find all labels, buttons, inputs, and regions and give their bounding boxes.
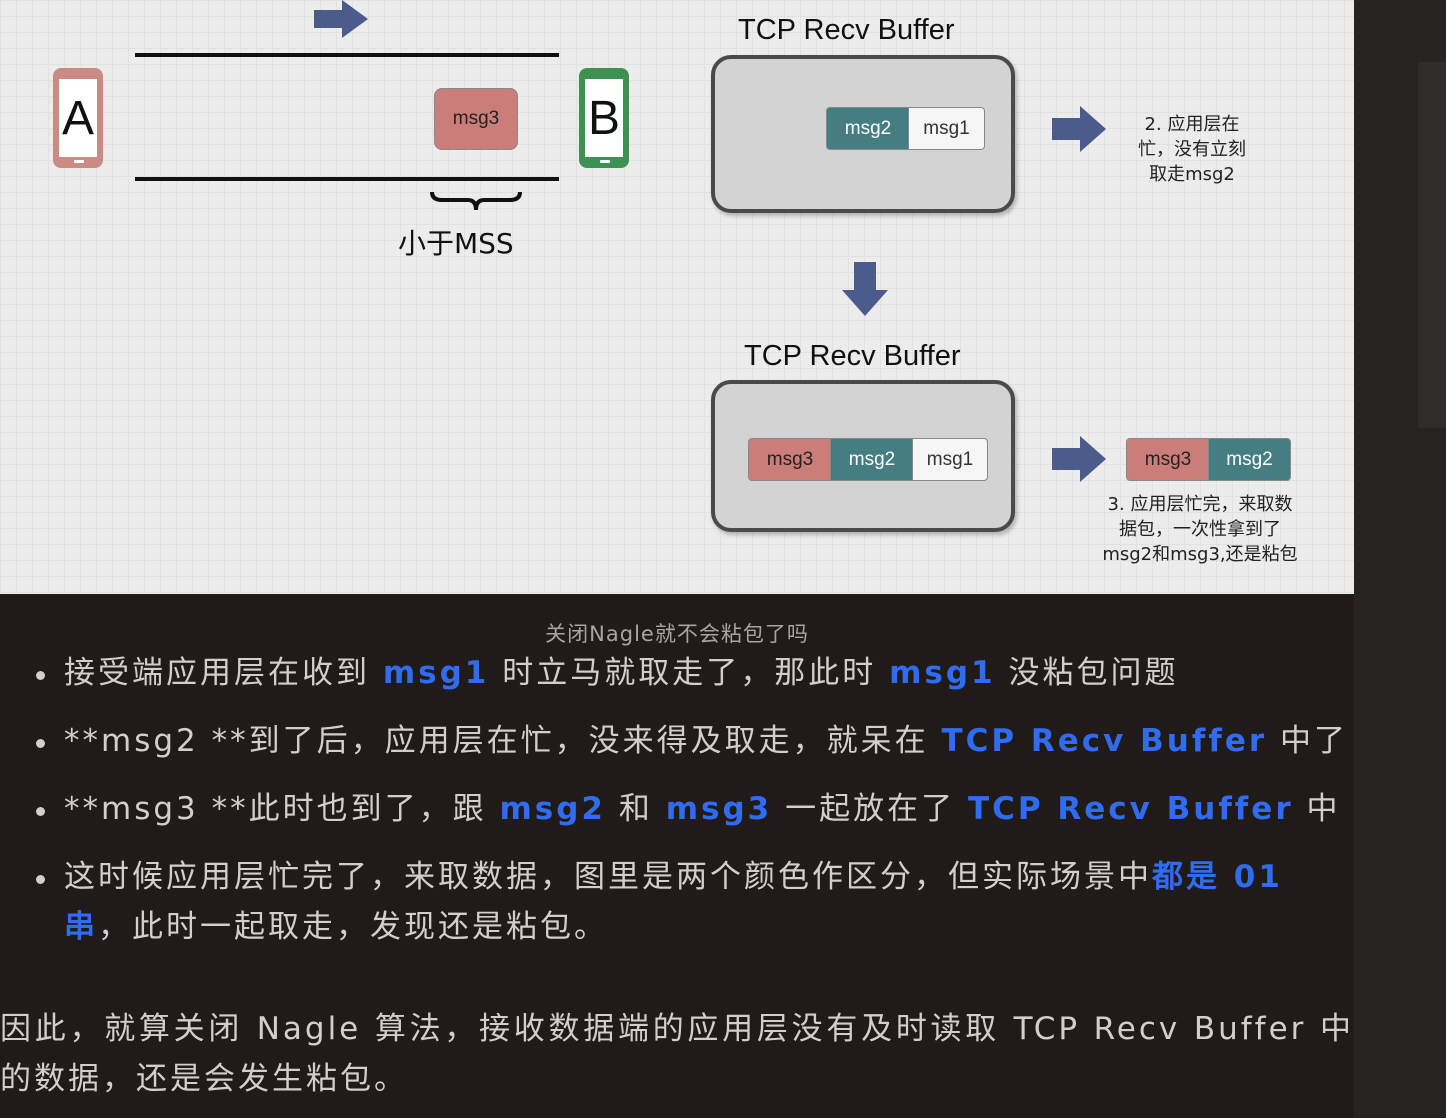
list-item: 接受端应用层在收到 msg1 时立马就取走了，那此时 msg1 没粘包问题 [0,648,1354,698]
sender-phone-a: A [53,68,103,168]
taken-msg2: msg2 [1208,438,1291,481]
article-content: A msg3 小于MSS B TCP Recv Buffer msg2 msg1… [0,0,1354,1097]
code-highlight: TCP Recv Buffer [941,723,1268,759]
buffer1-msg2: msg2 [826,107,910,150]
list-item: 这时候应用层忙完了，来取数据，图里是两个颜色作区分，但实际场景中都是 01 串，… [0,852,1354,952]
buffer1-note: 2. 应用层在 忙，没有立刻 取走msg2 [1138,114,1246,185]
explanation-list: 接受端应用层在收到 msg1 时立马就取走了，那此时 msg1 没粘包问题 **… [0,648,1354,970]
bold-highlight: 都是 01 串 [64,859,1283,945]
size-label: 小于MSS [398,227,514,260]
phone-a-label: A [59,79,97,157]
buffer2-title: TCP Recv Buffer [744,340,961,372]
buffer2-note: 3. 应用层忙完，来取数 据包，一次性拿到了 msg2和msg3,还是粘包 [1102,494,1298,565]
code-highlight: msg3 [665,791,773,827]
conclusion-paragraph: 因此，就算关闭 Nagle 算法，接收数据端的应用层没有及时读取 TCP Rec… [0,1011,1354,1097]
list-item: **msg2 **到了后，应用层在忙，没来得及取走，就呆在 TCP Recv B… [0,716,1354,766]
receiver-phone-b: B [579,68,629,168]
buffer1-msg1: msg1 [908,107,985,150]
side-panel [1354,0,1446,1118]
list-item: **msg3 **此时也到了，跟 msg2 和 msg3 一起放在了 TCP R… [0,784,1354,834]
scrollbar-thumb[interactable] [1418,62,1446,428]
code-highlight: TCP Recv Buffer [967,791,1294,827]
buffer2-msg1: msg1 [912,438,988,481]
pipe-bottom-line [135,177,559,181]
buffer1-title: TCP Recv Buffer [738,14,955,46]
right-arrow-icon [314,0,368,38]
down-arrow-icon [842,262,888,316]
brace-icon [430,191,522,211]
buffer2-msg3: msg3 [748,438,832,481]
tcp-sticky-packet-diagram: A msg3 小于MSS B TCP Recv Buffer msg2 msg1… [0,0,1354,594]
phone-b-label: B [585,79,623,157]
code-highlight: msg1 [889,655,996,691]
code-highlight: msg1 [382,655,490,691]
in-flight-msg3: msg3 [434,88,518,150]
right-arrow-icon [1052,106,1106,152]
taken-msg3: msg3 [1126,438,1210,481]
right-arrow-icon [1052,436,1106,482]
code-highlight: msg2 [499,791,606,827]
pipe-top-line [135,53,559,57]
buffer2-msg2: msg2 [830,438,914,481]
figure-caption: 关闭Nagle就不会粘包了吗 [545,622,809,646]
